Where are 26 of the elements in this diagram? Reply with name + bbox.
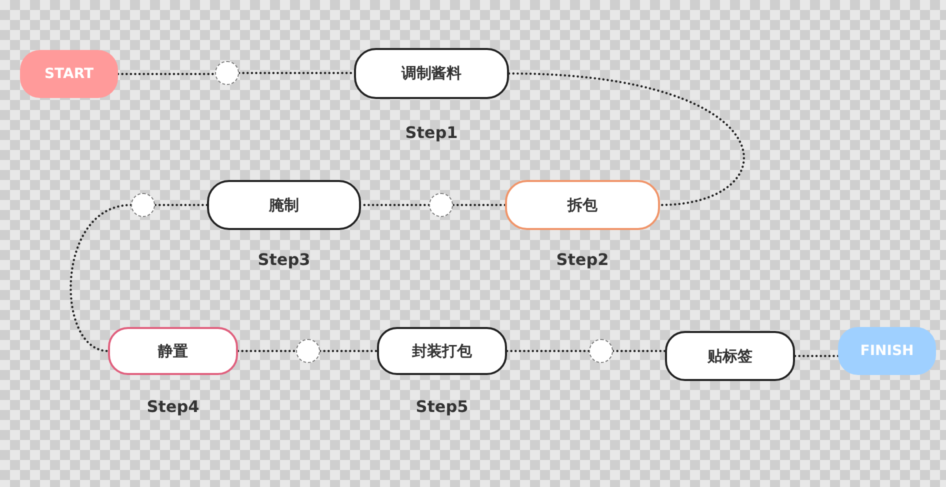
step-label: 贴标签 — [708, 346, 752, 366]
dotted-connector — [116, 72, 216, 76]
terminal-box — [838, 327, 936, 375]
dotted-connector — [508, 72, 745, 206]
dotted-connector — [70, 204, 132, 352]
dotted-connector — [612, 350, 666, 352]
terminal-label: START — [44, 66, 94, 82]
dotted-connector — [154, 204, 208, 206]
dotted-connector — [236, 350, 298, 352]
process-box — [665, 331, 795, 381]
step-caption: Step4 — [146, 397, 200, 416]
step-label: 静置 — [158, 342, 188, 360]
step-caption: Step1 — [405, 123, 458, 142]
step-caption: Step3 — [258, 250, 310, 269]
step-label: 调制酱料 — [402, 64, 462, 83]
step-label: 腌制 — [269, 196, 299, 214]
step-label: 拆包 — [568, 196, 598, 214]
step-caption: Step5 — [416, 397, 468, 416]
dotted-connector — [318, 350, 378, 352]
dotted-connector — [452, 204, 506, 206]
step-caption: Step2 — [556, 250, 609, 269]
dotted-connector — [794, 354, 840, 358]
step-label: 封装打包 — [412, 342, 472, 360]
terminal-label: FINISH — [860, 343, 914, 359]
dotted-connector — [506, 350, 590, 352]
terminal-box — [20, 50, 118, 98]
